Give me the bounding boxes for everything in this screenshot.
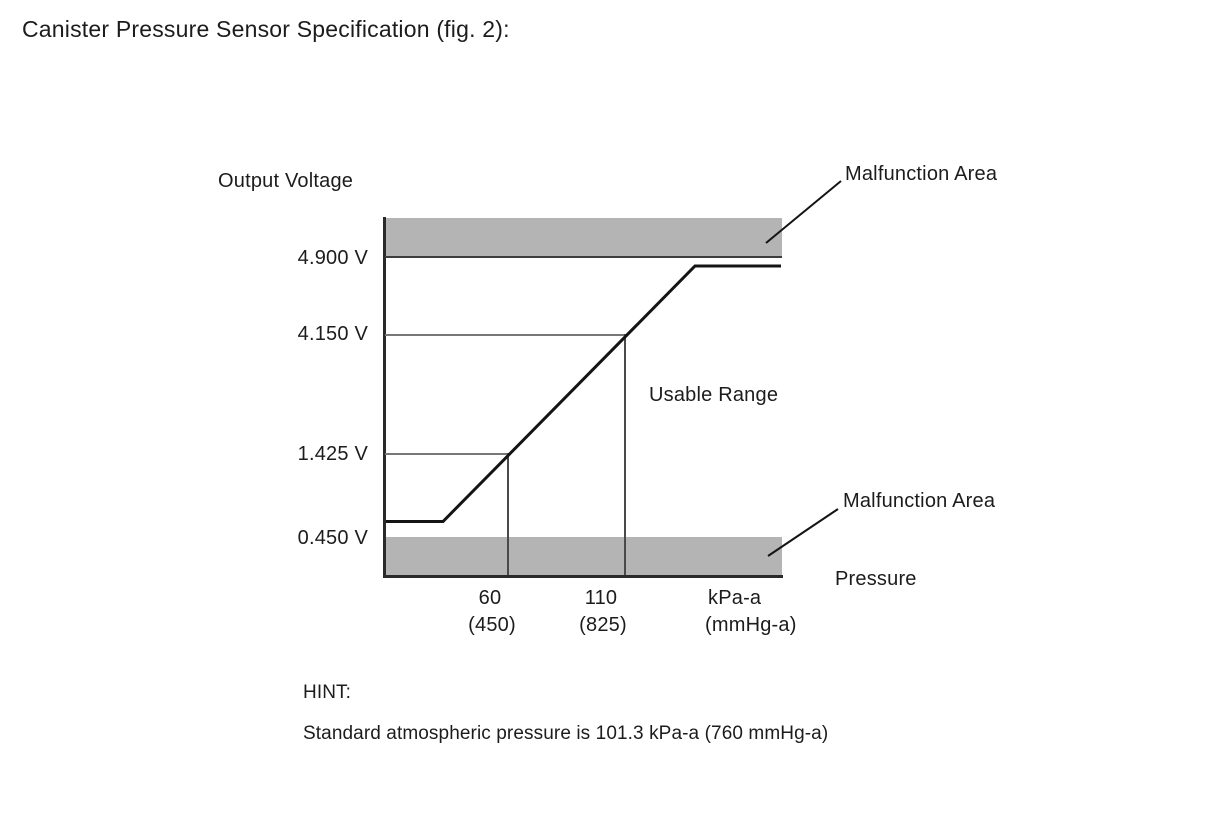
x-tick-450: (450) xyxy=(468,614,516,636)
x-unit-kpa: kPa-a xyxy=(708,587,762,609)
malfunction-area-label-bottom: Malfunction Area xyxy=(843,490,996,512)
x-tick-60: 60 xyxy=(478,587,502,609)
x-tick-825: (825) xyxy=(579,614,627,636)
hint-heading: HINT: xyxy=(303,682,351,703)
y-axis-title: Output Voltage xyxy=(218,170,354,192)
y-axis-line xyxy=(383,217,386,578)
hint-body: Standard atmospheric pressure is 101.3 k… xyxy=(303,723,829,744)
malfunction-band-bottom xyxy=(385,537,782,576)
x-axis-line xyxy=(383,575,783,578)
y-tick-1425v: 1.425 V xyxy=(297,443,368,465)
malfunction-area-label-top: Malfunction Area xyxy=(845,163,998,185)
x-axis-title: Pressure xyxy=(835,568,917,590)
gridline-4150v xyxy=(385,334,625,336)
usable-range-label: Usable Range xyxy=(649,384,779,406)
gridline-4900v xyxy=(385,256,782,258)
malfunction-band-top xyxy=(385,218,782,257)
x-unit-mmhg: (mmHg-a) xyxy=(705,614,797,636)
y-tick-4900v: 4.900 V xyxy=(297,247,368,269)
y-tick-4150v: 4.150 V xyxy=(297,323,368,345)
gridline-1425v xyxy=(385,453,509,455)
vline-60kpa xyxy=(507,453,509,575)
y-tick-0450v: 0.450 V xyxy=(297,527,368,549)
page-title: Canister Pressure Sensor Specification (… xyxy=(22,16,510,42)
x-tick-110: 110 xyxy=(584,587,618,609)
vline-110kpa xyxy=(624,334,626,575)
